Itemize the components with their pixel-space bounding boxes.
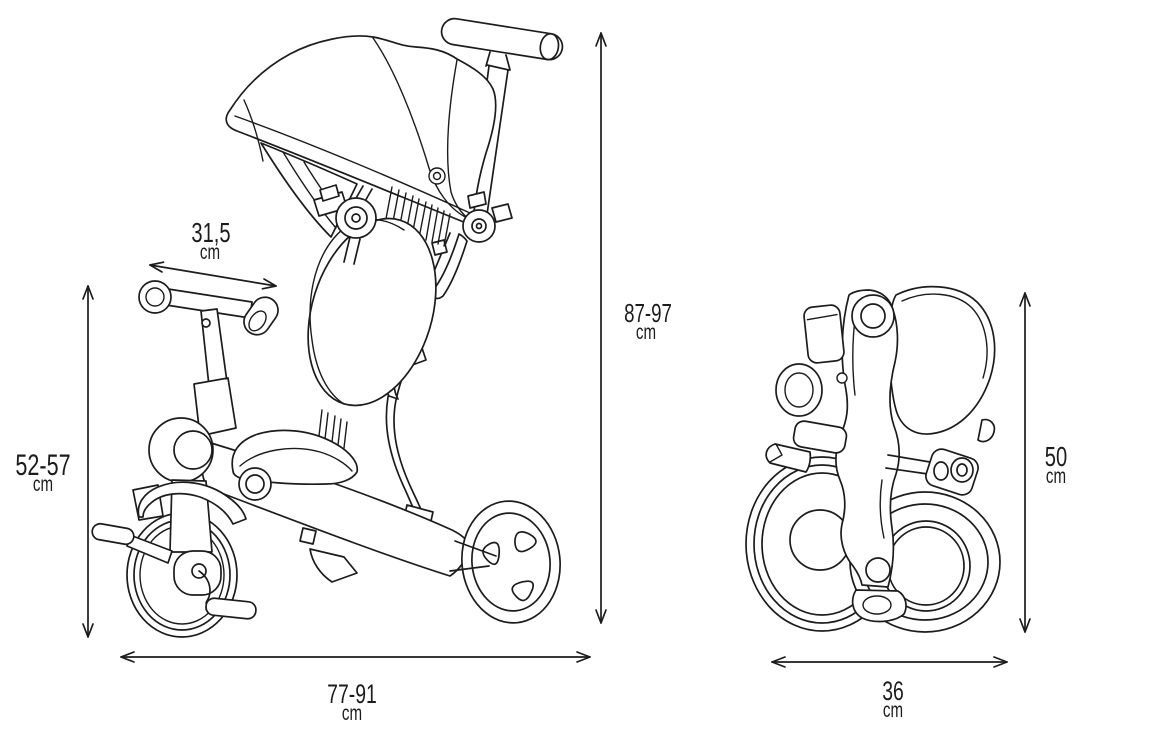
dim-folded-height: 50 cm bbox=[1019, 292, 1067, 633]
folded-bottom-hinge bbox=[851, 557, 907, 623]
dim-folded-width: 36 cm bbox=[771, 656, 1008, 722]
dim-handlebar-width: 31,5 cm bbox=[149, 218, 277, 290]
dim-overall-length-value: 77-91 bbox=[327, 679, 377, 709]
dim-overall-length-unit: cm bbox=[342, 700, 362, 724]
backrest bbox=[307, 217, 437, 407]
dim-saddle-height-value: 52-57 bbox=[15, 447, 70, 481]
dim-overall-height-value: 87-97 bbox=[624, 298, 672, 328]
folded-rear-tab bbox=[977, 418, 996, 443]
rear-wheel bbox=[461, 500, 561, 624]
seat bbox=[231, 429, 359, 501]
dim-handlebar-width-value: 31,5 bbox=[191, 218, 230, 249]
dim-overall-height: 87-97 cm bbox=[595, 32, 672, 624]
tricycle-folded-drawing bbox=[745, 285, 1001, 633]
canopy-hinge-right bbox=[462, 191, 513, 243]
dimensions: 31,5 cm 52-57 cm 87-97 cm 77-91 cm bbox=[15, 32, 1067, 725]
dim-overall-height-unit: cm bbox=[636, 319, 656, 343]
dim-saddle-height-unit: cm bbox=[33, 471, 53, 495]
dim-folded-height-unit: cm bbox=[1046, 463, 1066, 487]
dim-folded-width-value: 36 bbox=[882, 676, 904, 706]
folded-top-hinge bbox=[851, 294, 895, 338]
tricycle-open-drawing bbox=[91, 17, 564, 638]
folded-seat bbox=[888, 285, 996, 435]
dim-folded-height-value: 50 bbox=[1045, 442, 1067, 473]
front-wheel-assembly bbox=[91, 479, 257, 638]
dim-folded-width-unit: cm bbox=[883, 697, 903, 721]
steering-hub bbox=[148, 417, 214, 483]
dim-saddle-height: 52-57 cm bbox=[15, 285, 94, 638]
canopy-hinge-left bbox=[313, 184, 377, 265]
folded-pedal-left bbox=[765, 304, 848, 473]
dim-handlebar-width-unit: cm bbox=[200, 239, 220, 263]
rear-fork bbox=[449, 540, 497, 572]
front-fender bbox=[137, 481, 247, 525]
folded-rear-bracket bbox=[885, 418, 996, 496]
dim-overall-length: 77-91 cm bbox=[120, 651, 591, 725]
folded-left-wheel bbox=[745, 456, 899, 632]
child-handlebar bbox=[138, 280, 279, 437]
